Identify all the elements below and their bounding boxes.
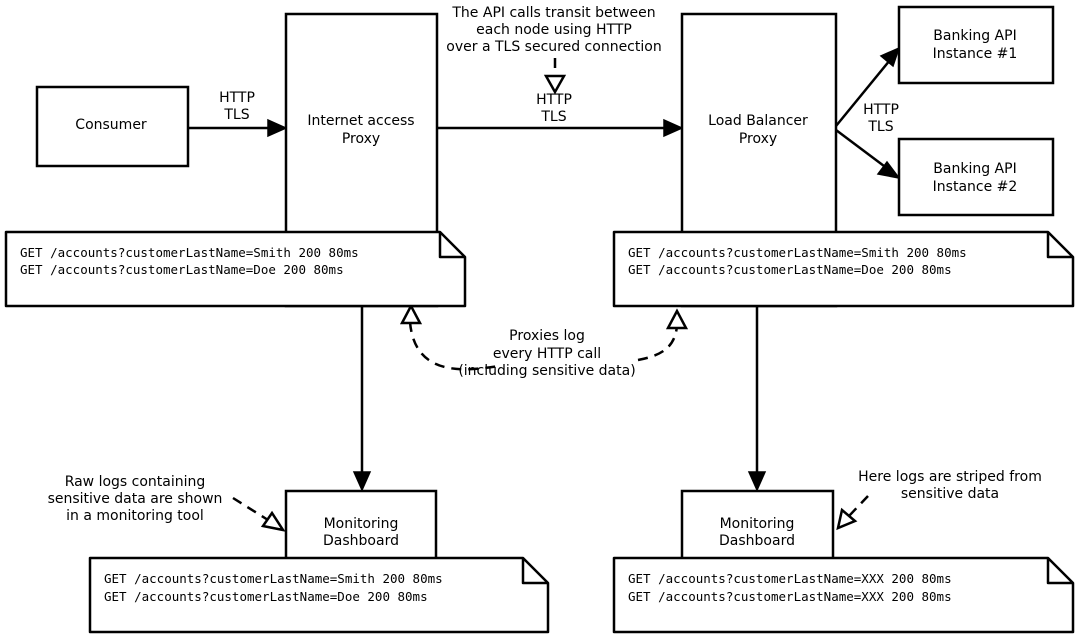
arrowhead-monitoring-left [352,471,372,492]
annotation-line: Raw logs containing [65,474,206,490]
log-line: GET /accounts?customerLastName=Smith 200… [628,245,967,260]
pointer-striped-logs [848,495,869,517]
annotation-line: sensitive data are shown [48,491,223,507]
log-note-internet-proxy: GET /accounts?customerLastName=Smith 200… [4,230,467,308]
annotation-line: The API calls transit between [451,5,655,21]
node-monitoring-left-label-1: Monitoring [324,516,399,532]
node-monitoring-right-label-2: Dashboard [719,533,795,549]
pointer-striped-logs-head [836,507,858,531]
arrowhead-lb-to-api2 [876,160,901,180]
annotation-line: over a TLS secured connection [446,39,661,55]
edge-label-line: TLS [867,119,893,135]
edge-label-line: TLS [540,109,566,125]
node-api-2-label-2: Instance #2 [933,179,1018,195]
pointer-proxies-log-right [637,325,679,362]
node-api-1-label-2: Instance #1 [933,46,1018,62]
annotation-line: in a monitoring tool [66,508,204,524]
annotation-striped-logs: Here logs are striped from sensitive dat… [858,469,1042,502]
log-line: GET /accounts?customerLastName=Doe 200 8… [628,262,952,277]
pointer-raw-logs [232,496,269,522]
node-monitoring-right: Monitoring Dashboard [680,489,835,565]
log-note-load-balancer: GET /accounts?customerLastName=Smith 200… [612,230,1075,308]
node-consumer: Consumer [35,85,190,168]
node-monitoring-left-label-2: Dashboard [323,533,399,549]
annotation-line: (including sensitive data) [458,363,635,379]
edge-label-consumer-to-proxy: HTTP TLS [219,90,255,123]
log-line: GET /accounts?customerLastName=Smith 200… [104,571,443,586]
node-api-2: Banking API Instance #2 [897,137,1055,217]
node-api-1: Banking API Instance #1 [897,5,1055,85]
pointer-proxies-log-left-head [399,303,423,325]
edge-label-line: TLS [223,107,249,123]
node-api-2-label-1: Banking API [933,161,1016,177]
edge-label-line: HTTP [863,102,899,118]
log-note-monitoring-right: GET /accounts?customerLastName=XXX 200 8… [612,556,1075,634]
node-monitoring-left: Monitoring Dashboard [284,489,438,565]
edge-label-line: HTTP [536,92,572,108]
log-line: GET /accounts?customerLastName=Smith 200… [20,245,359,260]
log-note-monitoring-left: GET /accounts?customerLastName=Smith 200… [88,556,550,634]
log-line: GET /accounts?customerLastName=XXX 200 8… [628,571,952,586]
arrowhead-monitoring-right [747,471,767,492]
node-internet-proxy-label-2: Proxy [342,131,380,147]
arrowhead-proxy-to-load-balancer [663,118,684,138]
log-line: GET /accounts?customerLastName=Doe 200 8… [104,589,428,604]
edge-label-line: HTTP [219,90,255,106]
pointer-proxies-log-left [408,321,501,371]
node-api-1-label-1: Banking API [933,28,1016,44]
log-line: GET /accounts?customerLastName=Doe 200 8… [20,262,344,277]
node-consumer-label: Consumer [75,117,147,133]
arrowhead-consumer-to-proxy [267,118,288,138]
annotation-proxies-log: Proxies log every HTTP call (including s… [458,328,635,379]
annotation-line: Proxies log [509,328,585,344]
connectors [188,46,901,532]
pointer-raw-logs-head [260,510,286,532]
node-monitoring-right-label-1: Monitoring [720,516,795,532]
edge-label-lb-to-apis: HTTP TLS [863,102,899,135]
node-load-balancer-label-2: Proxy [739,131,777,147]
edge-lb-to-api1 [835,59,891,127]
annotation-line: each node using HTTP [476,22,632,38]
pointer-proxies-log-right-head [665,308,689,330]
annotation-line: every HTTP call [493,346,601,362]
edge-label-proxy-to-lb: HTTP TLS [536,92,572,125]
annotation-raw-logs: Raw logs containing sensitive data are s… [48,474,223,524]
annotation-transit: The API calls transit between each node … [446,5,661,55]
arrowhead-lb-to-api1 [879,46,901,68]
edge-lb-to-api2 [835,129,889,170]
annotation-line: Here logs are striped from [858,469,1042,485]
node-internet-proxy-label-1: Internet access [307,113,414,129]
annotation-line: sensitive data [901,486,999,502]
log-line: GET /accounts?customerLastName=XXX 200 8… [628,589,952,604]
pointer-transit-head [543,74,567,95]
node-load-balancer-label-1: Load Balancer [708,113,808,129]
